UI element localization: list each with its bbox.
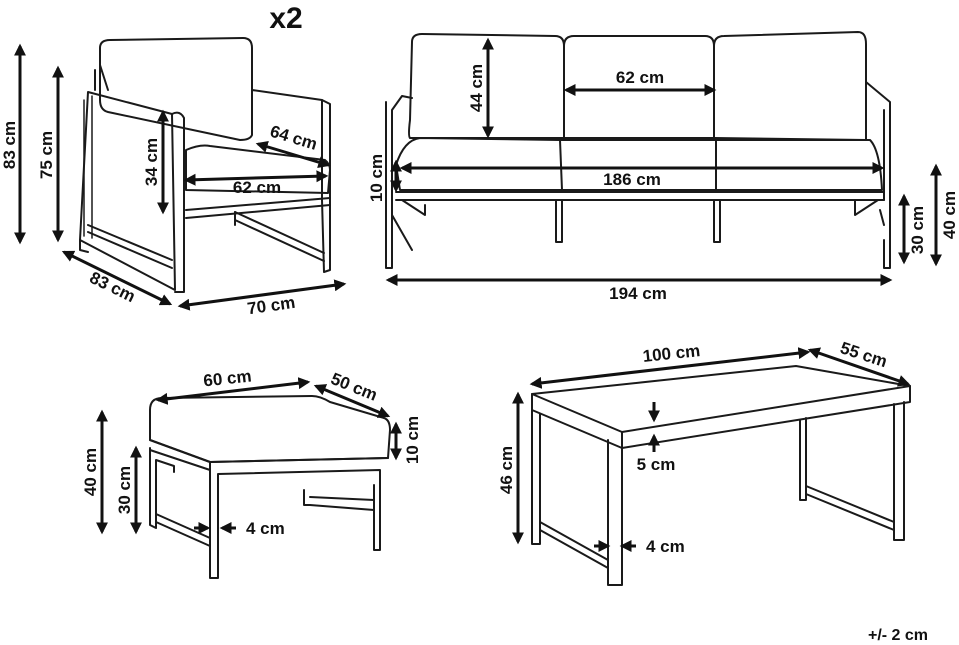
- table-dimensions: 100 cm 55 cm 5 cm 46 cm 4 cm: [497, 338, 911, 556]
- ottoman-width-label: 60 cm: [202, 367, 252, 391]
- sofa-total-height-label: 40 cm: [940, 191, 959, 239]
- sofa-seat-width-label: 186 cm: [603, 170, 661, 189]
- tolerance-note: +/- 2 cm: [868, 627, 928, 644]
- armchair-width-arrow: [177, 279, 347, 311]
- ottoman-width-arrow: [155, 377, 311, 405]
- ottoman-depth-arrow: [313, 384, 391, 418]
- armchair-drawing: [79, 37, 331, 293]
- table-leg-label: 4 cm: [646, 537, 685, 556]
- sofa-cushion-width-label: 62 cm: [616, 68, 664, 87]
- sofa-drawing: [385, 31, 891, 269]
- armchair-back-height-label: 34 cm: [142, 138, 161, 186]
- ottoman-leg-label: 4 cm: [246, 519, 285, 538]
- ottoman-drawing: [149, 395, 391, 579]
- table-drawing: [531, 365, 911, 586]
- quantity-note: x2: [269, 2, 302, 35]
- sofa-back-height-label: 44 cm: [467, 64, 486, 112]
- armchair-arm-height-label: 75 cm: [37, 131, 56, 179]
- armchair-seat-width-arrow: [183, 170, 329, 186]
- sofa-seat-height-label: 30 cm: [908, 206, 927, 254]
- sofa-dimensions: 44 cm 62 cm 10 cm 186 cm 194 cm 30 cm 40…: [367, 37, 959, 303]
- armchair-seat-width-label: 62 cm: [233, 178, 281, 197]
- armchair-seat-depth-arrow: [255, 141, 331, 168]
- ottoman-cushion-label: 10 cm: [403, 416, 422, 464]
- ottoman-frame-height-label: 30 cm: [115, 466, 134, 514]
- table-depth-arrow: [807, 347, 911, 387]
- armchair-depth-label: 83 cm: [87, 268, 139, 306]
- table-depth-label: 55 cm: [838, 338, 890, 371]
- ottoman-dimensions: 60 cm 50 cm 10 cm 40 cm 30 cm 4 cm: [81, 367, 422, 538]
- armchair-depth-arrow: [61, 250, 173, 306]
- table-length-label: 100 cm: [642, 341, 701, 366]
- sofa-width-label: 194 cm: [609, 284, 667, 303]
- table-length-arrow: [529, 347, 811, 389]
- armchair-height-label: 83 cm: [0, 121, 19, 169]
- sofa-seat-thickness-label: 10 cm: [367, 154, 386, 202]
- ottoman-height-label: 40 cm: [81, 448, 100, 496]
- table-top-label: 5 cm: [637, 455, 676, 474]
- table-height-label: 46 cm: [497, 446, 516, 494]
- ottoman-depth-label: 50 cm: [328, 369, 380, 405]
